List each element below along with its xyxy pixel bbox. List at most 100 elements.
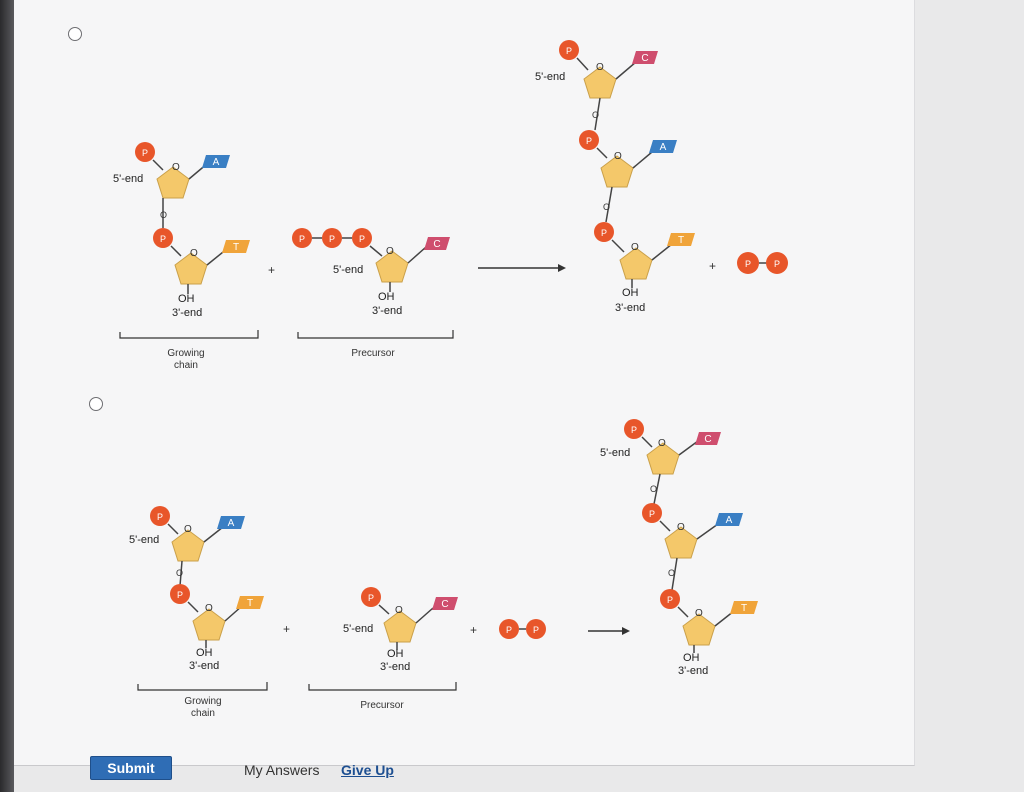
phosphate-label: P [745, 259, 751, 269]
sugar [383, 610, 417, 643]
phosphate [579, 130, 599, 150]
ring-oxygen: O [695, 608, 703, 619]
bracket [297, 330, 454, 339]
phosphate-label: P [329, 234, 335, 244]
ring-oxygen: O [658, 438, 666, 449]
option-a-radio[interactable] [68, 27, 82, 41]
sugar [174, 252, 208, 285]
oh-label: OH [178, 293, 195, 305]
growing-chain-label: chain [174, 360, 198, 371]
three-end-label: 3'-end [372, 305, 402, 317]
base-c-label: C [441, 599, 448, 610]
phosphate [135, 142, 155, 162]
submit-button[interactable]: Submit [90, 756, 172, 780]
plus-sign: + [283, 622, 290, 636]
base-a [715, 513, 743, 526]
growing-chain: P O A 5'-end O P O T OH 3'-end [129, 506, 264, 672]
phosphate-label: P [157, 512, 163, 522]
pyrophosphate: P P [737, 252, 788, 274]
phosphate [352, 228, 372, 248]
oh-label: OH [378, 291, 395, 303]
ring-oxygen: O [184, 524, 192, 535]
five-end-label: 5'-end [113, 173, 143, 185]
oh-label: OH [196, 647, 213, 659]
base-a [649, 140, 677, 153]
plus-sign: + [709, 259, 716, 273]
three-end-label: 3'-end [380, 661, 410, 673]
phosphate-label: P [566, 46, 572, 56]
base-c-label: C [641, 53, 648, 64]
base-t-label: T [741, 603, 747, 614]
phosphate-label: P [533, 625, 539, 635]
phosphate [766, 252, 788, 274]
base-t-label: T [247, 598, 253, 609]
link-oxygen: O [603, 202, 610, 212]
my-answers-link[interactable]: My Answers [244, 762, 320, 778]
growing-chain-label: chain [191, 708, 215, 719]
nucleotide: P O A 5'-end [113, 142, 230, 199]
sugar [600, 155, 634, 188]
option-b-radio[interactable] [89, 397, 103, 411]
ring-oxygen: O [172, 162, 180, 173]
phosphate [499, 619, 519, 639]
sugar [682, 613, 716, 646]
phosphate-label: P [177, 590, 183, 600]
phosphate-label: P [649, 509, 655, 519]
sugar [171, 529, 205, 562]
phosphate [170, 584, 190, 604]
bracket [137, 682, 268, 691]
base-c-label: C [704, 434, 711, 445]
precursor-label: Precursor [351, 348, 395, 359]
phosphate-label: P [299, 234, 305, 244]
growing-chain-label: Growing [184, 696, 221, 707]
base-c-label: C [433, 239, 440, 250]
plus-sign: + [268, 263, 275, 277]
phosphate [660, 589, 680, 609]
ring-oxygen: O [677, 522, 685, 533]
phosphate-label: P [506, 625, 512, 635]
sugar [646, 442, 680, 475]
option-a-diagram: P O A 5'-end O P O T OH 3'-end + [113, 40, 788, 371]
ring-oxygen: O [631, 242, 639, 253]
ring-oxygen: O [614, 151, 622, 162]
link-oxygen: O [668, 568, 675, 578]
link-oxygen: O [176, 568, 183, 578]
phosphate-label: P [667, 595, 673, 605]
sugar [664, 526, 698, 559]
bracket [308, 682, 457, 691]
base-t [236, 596, 264, 609]
three-end-label: 3'-end [615, 302, 645, 314]
base-a-label: A [726, 515, 733, 526]
precursor-nucleotide: P P P O C 5'-end OH 3'-end [292, 228, 450, 317]
oh-label: OH [622, 287, 639, 299]
phosphate [526, 619, 546, 639]
phosphate-label: P [160, 234, 166, 244]
five-end-label: 5'-end [343, 623, 373, 635]
sugar [192, 608, 226, 641]
phosphate [153, 228, 173, 248]
three-end-label: 3'-end [189, 660, 219, 672]
phosphate [150, 506, 170, 526]
nucleotide: P O T OH 3'-end [153, 228, 250, 319]
phosphate-label: P [774, 259, 780, 269]
ring-oxygen: O [386, 246, 394, 257]
five-end-label: 5'-end [333, 264, 363, 276]
phosphate [624, 419, 644, 439]
sugar [156, 166, 190, 199]
base-c [632, 51, 658, 64]
five-end-label: 5'-end [535, 71, 565, 83]
give-up-link[interactable]: Give Up [341, 762, 394, 778]
phosphate [361, 587, 381, 607]
sugar [619, 247, 653, 280]
ring-oxygen: O [190, 248, 198, 259]
oh-label: OH [683, 652, 700, 664]
base-t [222, 240, 250, 253]
base-c [424, 237, 450, 250]
screen-bezel [0, 0, 14, 792]
three-end-label: 3'-end [172, 307, 202, 319]
ring-oxygen: O [395, 605, 403, 616]
phosphate [594, 222, 614, 242]
precursor-label: Precursor [360, 700, 404, 711]
option-b-diagram: P O A 5'-end O P O T OH 3'-end + P [129, 419, 758, 719]
